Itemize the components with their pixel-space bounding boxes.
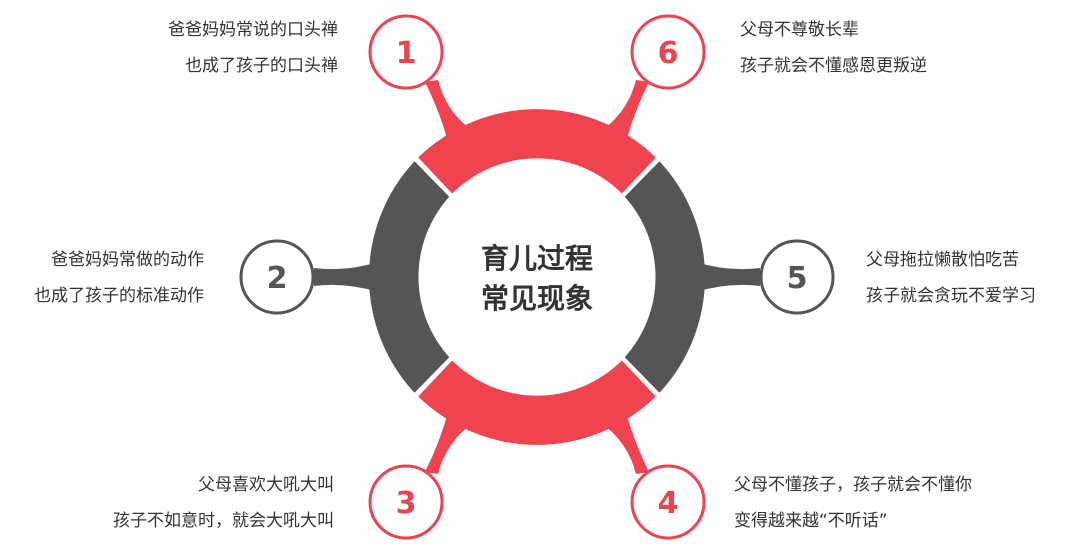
- connectors: [314, 80, 760, 474]
- node-desc-2-line1: 爸爸妈妈常做的动作: [51, 250, 204, 270]
- node-desc-3-line2: 孩子不如意时，就会大吼大叫: [113, 511, 334, 531]
- connector-3: [425, 412, 474, 474]
- node-circle-3: 3: [368, 464, 444, 540]
- connector-4: [600, 412, 649, 474]
- node-desc-6-line2: 孩子就会不懂感恩更叛逆: [740, 56, 927, 76]
- node-desc-6: 父母不尊敬长辈 孩子就会不懂感恩更叛逆: [740, 12, 927, 84]
- connector-6: [600, 80, 649, 142]
- node-desc-1-line2: 也成了孩子的口头禅: [185, 56, 338, 76]
- node-number-3: 3: [396, 486, 417, 521]
- node-desc-4: 父母不懂孩子，孩子就会不懂你 变得越来越“不听话”: [734, 467, 972, 539]
- node-number-5: 5: [787, 261, 808, 296]
- center-title-line1: 育儿过程: [481, 242, 593, 275]
- node-desc-1: 爸爸妈妈常说的口头禅 也成了孩子的口头禅: [168, 12, 338, 84]
- node-desc-3-line1: 父母喜欢大吼大叫: [198, 475, 334, 495]
- node-desc-6-line1: 父母不尊敬长辈: [740, 20, 859, 40]
- node-number-4: 4: [658, 486, 679, 521]
- node-desc-2: 爸爸妈妈常做的动作 也成了孩子的标准动作: [34, 242, 204, 314]
- node-circle-5: 5: [759, 239, 835, 315]
- node-desc-3: 父母喜欢大吼大叫 孩子不如意时，就会大吼大叫: [113, 467, 334, 539]
- ring-segment-top: [418, 109, 656, 194]
- node-desc-1-line1: 爸爸妈妈常说的口头禅: [168, 20, 338, 40]
- node-circle-4: 4: [630, 464, 706, 540]
- ring-segment-left: [368, 161, 450, 393]
- node-desc-2-line2: 也成了孩子的标准动作: [34, 286, 204, 306]
- connector-2: [314, 262, 378, 292]
- node-desc-5-line1: 父母拖拉懒散怕吃苦: [866, 250, 1019, 270]
- node-desc-4-line1: 父母不懂孩子，孩子就会不懂你: [734, 475, 972, 495]
- center-title-line2: 常见现象: [481, 282, 593, 315]
- ring-segment-bottom: [418, 360, 656, 445]
- ring-segment-right: [624, 161, 706, 393]
- node-number-2: 2: [267, 261, 288, 296]
- node-desc-4-line2: 变得越来越“不听话”: [734, 511, 888, 531]
- node-desc-5: 父母拖拉懒散怕吃苦 孩子就会贪玩不爱学习: [866, 242, 1036, 314]
- connector-5: [696, 262, 760, 292]
- node-number-1: 1: [396, 36, 417, 71]
- node-desc-5-line2: 孩子就会贪玩不爱学习: [866, 286, 1036, 306]
- center-ring: [368, 109, 706, 445]
- node-circle-6: 6: [630, 14, 706, 90]
- node-circle-2: 2: [239, 239, 315, 315]
- connector-1: [425, 80, 474, 142]
- node-circle-1: 1: [368, 14, 444, 90]
- node-number-6: 6: [658, 36, 679, 71]
